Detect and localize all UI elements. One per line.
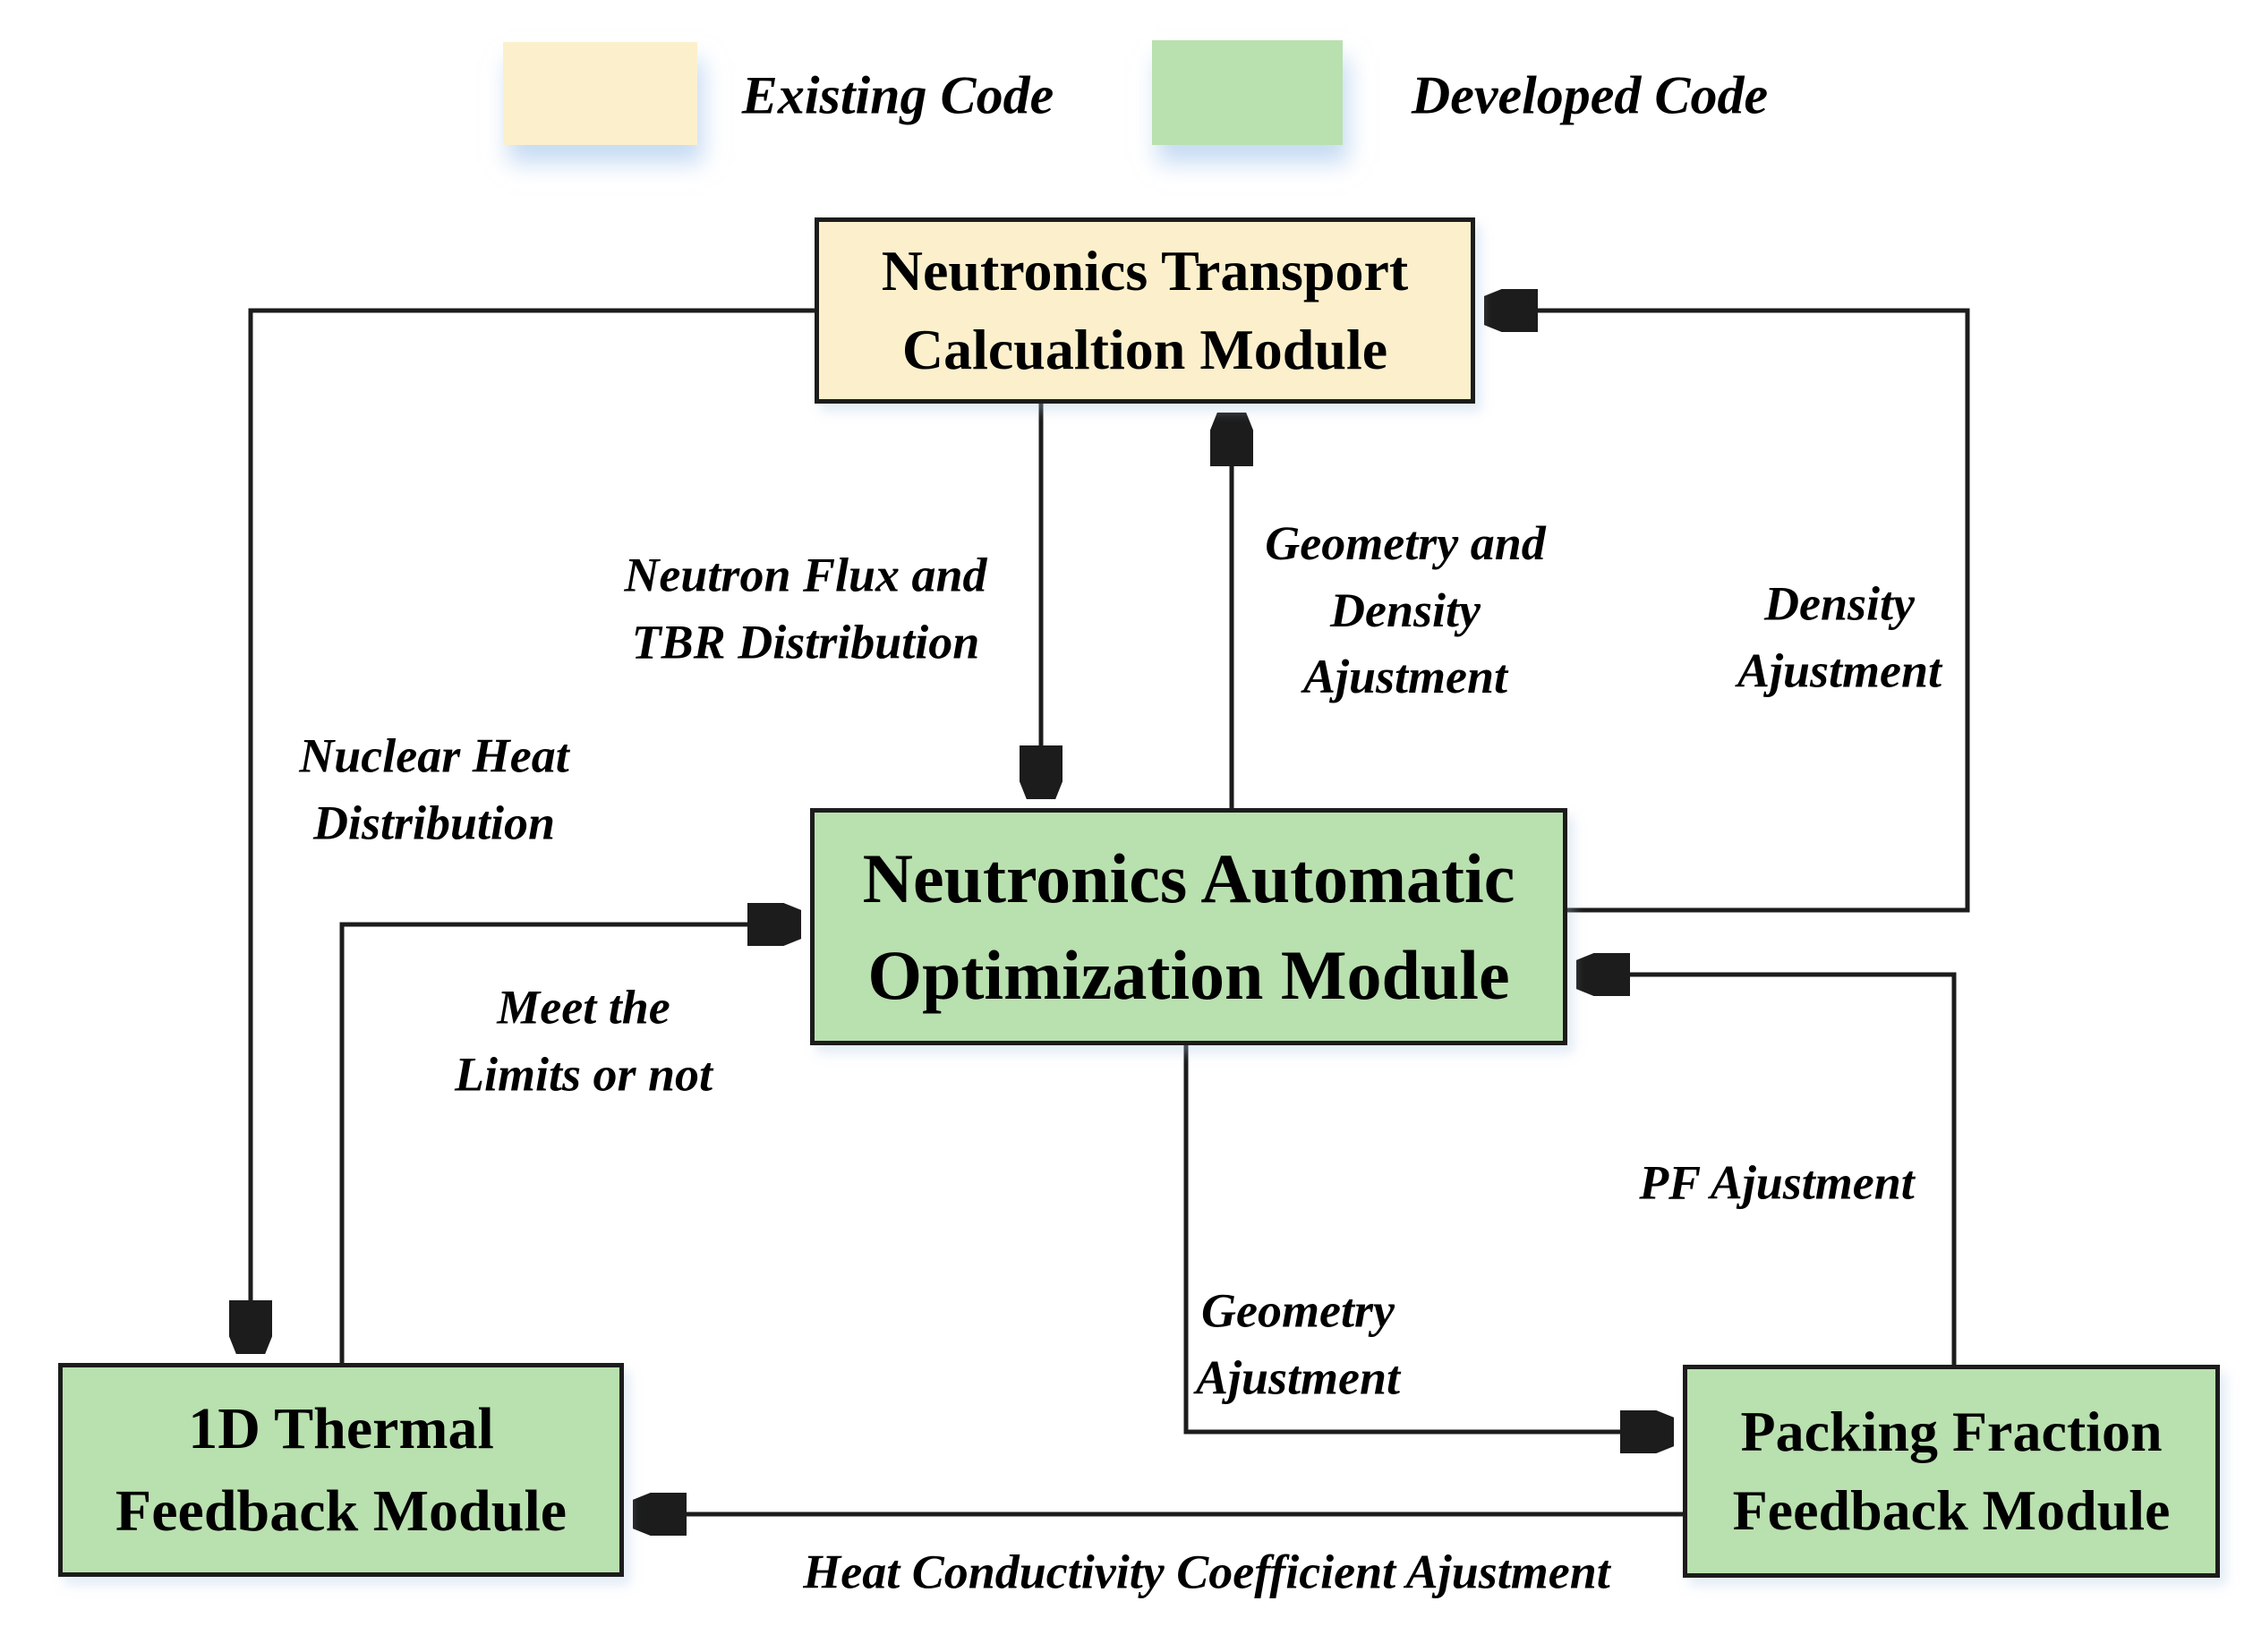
node-neutronics-transport-calculation-module: Neutronics Transport Calcualtion Module	[815, 217, 1475, 404]
node-1d-thermal-feedback-module: 1D Thermal Feedback Module	[58, 1363, 624, 1577]
edge-label-neutron-flux: Neutron Flux and TBR Distribution	[624, 548, 987, 668]
node-neutronics-automatic-optimization-module: Neutronics Automatic Optimization Module	[810, 808, 1567, 1045]
edge-label-geometry: Geometry Ajustment	[1195, 1283, 1401, 1404]
edge-label-density: Density Ajustment	[1737, 576, 1942, 697]
edge-label-meet-limits: Meet the Limits or not	[454, 980, 713, 1101]
legend-label-existing-code: Existing Code	[741, 65, 1054, 125]
edge-meet-limits-arrow	[339, 924, 801, 1363]
legend-label-developed-code: Developed Code	[1411, 65, 1769, 125]
edge-label-heat-conductivity: Heat Conductivity Coefficient Ajustment	[803, 1545, 1610, 1599]
legend-swatch-developed-code	[1152, 40, 1343, 145]
edge-label-pf: PF Ajustment	[1639, 1155, 1915, 1210]
edge-nuclear-heat-arrow	[251, 308, 815, 1354]
edge-pf-arrow	[1576, 975, 1957, 1365]
edge-geometry-arrow	[1183, 1045, 1674, 1432]
edge-label-nuclear-heat: Nuclear Heat Distribution	[299, 728, 569, 849]
legend-swatch-existing-code	[503, 42, 697, 145]
edge-label-geometry-density: Geometry and Density Ajustment	[1265, 516, 1546, 704]
node-packing-fraction-feedback-module: Packing Fraction Feedback Module	[1683, 1365, 2220, 1578]
edge-density-arrow	[1484, 311, 1970, 913]
